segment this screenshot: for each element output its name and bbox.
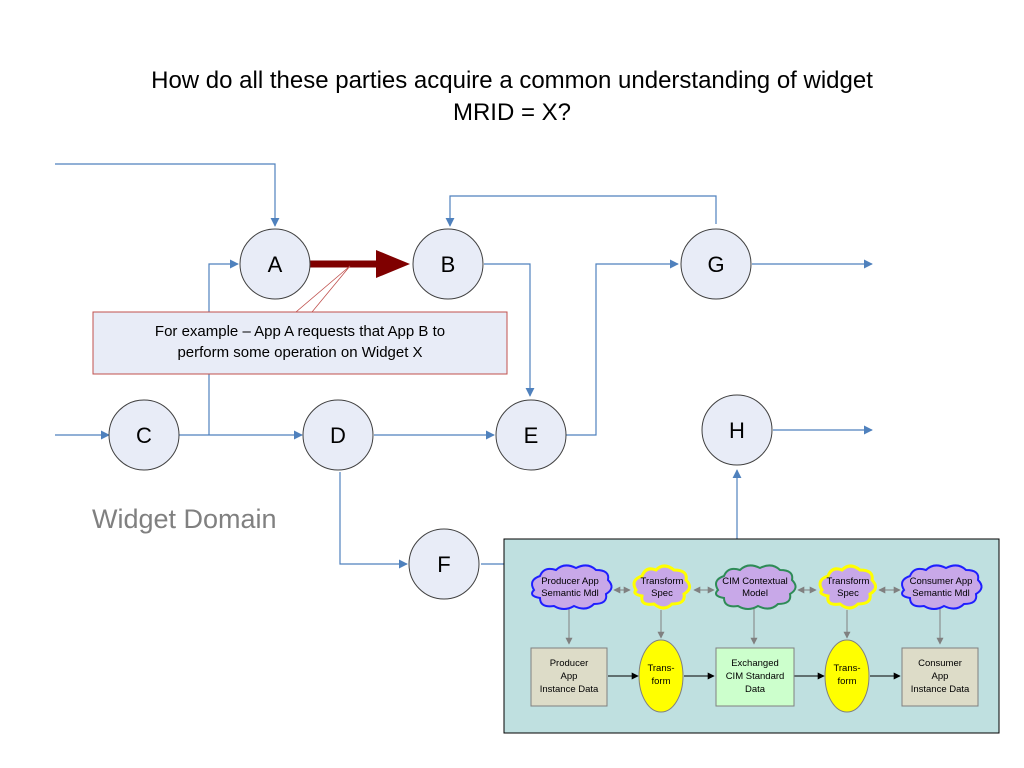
cloud-cim-line-2: Model — [742, 588, 768, 599]
node-c: C — [108, 399, 180, 471]
connector-d-to-f — [339, 472, 408, 569]
cloud-transform-spec-2: Transform Spec — [818, 564, 877, 610]
cloud-producer-semantic-model: Producer App Semantic Mdl — [531, 564, 613, 610]
callout-line-1: For example – App A requests that App B … — [155, 323, 445, 340]
cloud-producer-shape — [531, 564, 613, 610]
connector-g-to-b — [445, 195, 717, 227]
transform-1-line-2: form — [652, 676, 671, 687]
node-h-circle — [701, 394, 773, 466]
node-d: D — [302, 399, 374, 471]
transform-2-shape — [824, 639, 870, 713]
transform-2-line-2: form — [838, 676, 857, 687]
box-producer-rect — [530, 647, 608, 707]
connector-in-to-a — [55, 163, 280, 227]
cloud-transform-spec-1-shape — [632, 564, 691, 610]
transform-1-line-1: Trans- — [647, 663, 674, 674]
cloud-consumer-shape — [901, 564, 983, 610]
cloud-transform-spec-2-line-2: Spec — [837, 588, 859, 599]
node-b-circle — [412, 228, 484, 300]
transform-ellipse-1: Trans- form — [638, 639, 684, 713]
node-d-label: D — [330, 423, 346, 448]
node-a-label: A — [268, 252, 283, 277]
transformation-inset: Producer App Semantic Mdl Transform Spec… — [503, 538, 1000, 734]
widget-domain-label: Widget Domain — [92, 504, 277, 534]
box-exchanged-line-3: Data — [745, 684, 766, 695]
cloud-consumer-line-1: Consumer App — [910, 576, 973, 587]
connectors — [55, 163, 873, 569]
node-c-circle — [108, 399, 180, 471]
cloud-consumer-line-2: Semantic Mdl — [912, 588, 970, 599]
node-e-label: E — [524, 423, 539, 448]
cloud-producer-line-1: Producer App — [541, 576, 599, 587]
node-f-label: F — [437, 552, 450, 577]
node-h: H — [701, 394, 773, 466]
box-exchanged-rect — [715, 647, 795, 707]
node-g-label: G — [707, 252, 724, 277]
node-g-circle — [680, 228, 752, 300]
cloud-transform-spec-1-line-2: Spec — [651, 588, 673, 599]
cloud-cim-shape — [715, 564, 797, 610]
transform-1-shape — [638, 639, 684, 713]
node-b-label: B — [441, 252, 456, 277]
cloud-transform-spec-1: Transform Spec — [632, 564, 691, 610]
box-consumer-instance-data: Consumer App Instance Data — [901, 647, 979, 707]
node-a-circle — [239, 228, 311, 300]
node-f: F — [408, 528, 480, 600]
title-line-1: How do all these parties acquire a commo… — [151, 67, 873, 94]
box-producer-line-3: Instance Data — [540, 684, 599, 695]
cloud-producer-line-2: Semantic Mdl — [541, 588, 599, 599]
box-consumer-line-2: App — [932, 671, 949, 682]
box-consumer-rect — [901, 647, 979, 707]
box-exchanged-line-1: Exchanged — [731, 658, 779, 669]
cloud-consumer-semantic-model: Consumer App Semantic Mdl — [901, 564, 983, 610]
node-e-circle — [495, 399, 567, 471]
box-exchanged-line-2: CIM Standard — [726, 671, 785, 682]
node-g: G — [680, 228, 752, 300]
node-d-circle — [302, 399, 374, 471]
cloud-transform-spec-2-line-1: Transform — [827, 576, 870, 587]
transform-2-line-1: Trans- — [833, 663, 860, 674]
callout-box — [92, 311, 508, 375]
node-f-circle — [408, 528, 480, 600]
box-producer-line-2: App — [561, 671, 578, 682]
node-a: A — [239, 228, 311, 300]
box-producer-line-1: Producer — [550, 658, 589, 669]
transform-ellipse-2: Trans- form — [824, 639, 870, 713]
node-c-label: C — [136, 423, 152, 448]
box-producer-instance-data: Producer App Instance Data — [530, 647, 608, 707]
box-consumer-line-3: Instance Data — [911, 684, 970, 695]
callout-line-2: perform some operation on Widget X — [177, 344, 422, 361]
box-exchanged-cim-data: Exchanged CIM Standard Data — [715, 647, 795, 707]
box-consumer-line-1: Consumer — [918, 658, 962, 669]
connector-b-to-e — [484, 263, 535, 397]
node-e: E — [495, 399, 567, 471]
node-h-label: H — [729, 418, 745, 443]
connector-c-to-a — [208, 259, 239, 435]
title-line-2: MRID = X? — [453, 99, 571, 126]
cloud-transform-spec-2-shape — [818, 564, 877, 610]
cloud-cim-contextual-model: CIM Contextual Model — [715, 564, 797, 610]
cloud-transform-spec-1-line-1: Transform — [641, 576, 684, 587]
cloud-cim-line-1: CIM Contextual — [722, 576, 787, 587]
request-arrow-a-to-b — [310, 250, 410, 278]
connector-e-to-g — [566, 259, 679, 436]
node-b: B — [412, 228, 484, 300]
